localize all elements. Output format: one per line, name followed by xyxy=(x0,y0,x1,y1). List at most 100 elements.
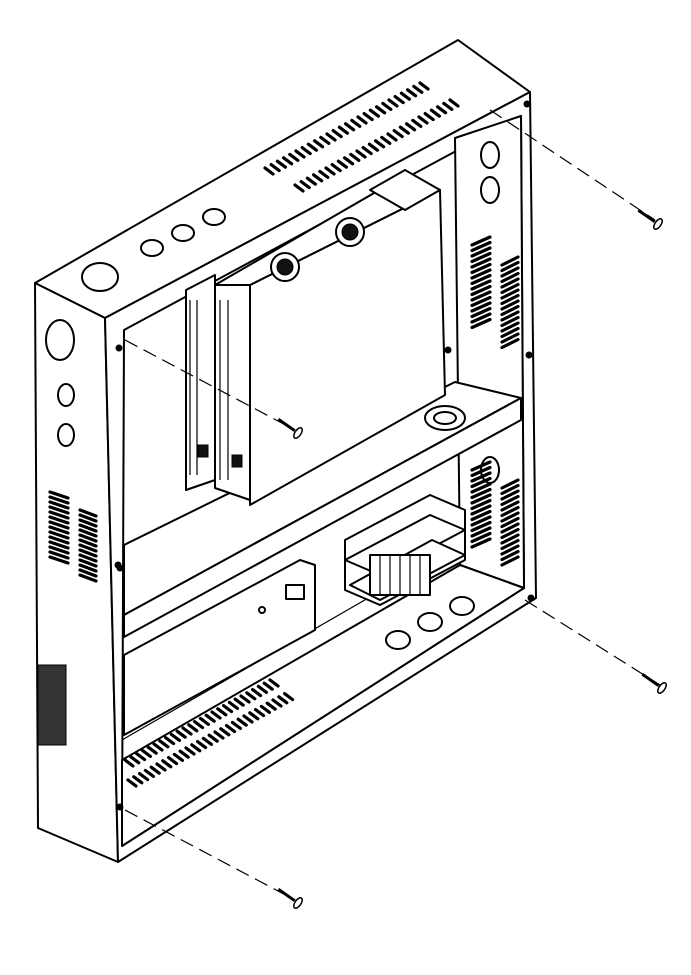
vent-slot xyxy=(161,759,173,769)
frame-screw-icon xyxy=(116,564,124,572)
vent-slot xyxy=(500,505,520,518)
vent-slot xyxy=(423,111,435,122)
vent-slot xyxy=(470,284,492,297)
vent-slot xyxy=(470,295,492,308)
vent-slot xyxy=(500,260,520,273)
vent-slot xyxy=(172,752,184,763)
vent-slot xyxy=(48,515,70,525)
vent-slot xyxy=(470,460,492,472)
vent-slot xyxy=(418,81,430,91)
screw-shaft xyxy=(637,209,656,223)
vent-slot xyxy=(282,156,294,166)
vent-slot xyxy=(78,523,98,533)
vent-slot xyxy=(417,115,429,125)
vent-slot xyxy=(500,277,520,289)
vent-slot xyxy=(293,183,305,193)
vent-slot xyxy=(448,98,460,108)
vent-slot xyxy=(470,515,492,527)
screw-head xyxy=(293,427,303,439)
frame-screws xyxy=(114,100,535,811)
vent-slot xyxy=(398,125,410,135)
vent-slot xyxy=(319,135,331,145)
vent-slot xyxy=(78,553,98,563)
vent-slot xyxy=(78,563,98,573)
vent-slot xyxy=(305,176,317,186)
vent-slot xyxy=(500,315,520,328)
frame-screw-icon xyxy=(115,344,123,352)
assembly-line xyxy=(124,809,296,901)
vent-slot xyxy=(256,684,268,695)
vent-slot xyxy=(412,84,424,95)
vent-slot xyxy=(500,293,520,306)
vent-slot xyxy=(187,723,199,733)
vent-slot xyxy=(216,707,228,717)
vent-slot xyxy=(158,739,170,749)
vent-slot xyxy=(155,762,167,772)
vent-slot xyxy=(48,540,70,550)
vent-slot xyxy=(470,493,492,505)
vent-slot xyxy=(470,246,492,258)
vent-slot xyxy=(318,169,330,179)
vent-slot xyxy=(275,159,287,169)
vent-slot xyxy=(184,746,196,756)
vent-slot xyxy=(48,550,70,560)
vent-slot xyxy=(178,749,190,759)
vent-slot xyxy=(500,326,520,339)
vent-slot xyxy=(210,710,222,720)
vent-slot xyxy=(411,118,423,129)
transformer xyxy=(344,494,466,606)
vent-slot xyxy=(78,518,98,528)
vent-slot xyxy=(470,279,492,291)
vent-slot xyxy=(500,332,520,344)
vent-slot xyxy=(361,146,373,156)
screw-shaft xyxy=(641,673,660,687)
vent-slot xyxy=(271,698,283,708)
vent-slot xyxy=(167,755,179,766)
vent-slot xyxy=(48,545,70,555)
vent-slot xyxy=(129,755,141,765)
vent-slot xyxy=(259,704,271,715)
vent-slot xyxy=(169,732,181,743)
screw-head xyxy=(657,682,667,694)
vent-slot xyxy=(500,483,520,496)
vent-slot xyxy=(470,301,492,313)
screw-icon xyxy=(637,209,663,230)
vent-slot xyxy=(222,703,234,714)
vent-slot xyxy=(470,240,492,253)
vent-slot xyxy=(325,132,337,142)
vent-slot xyxy=(236,717,248,727)
vent-slot xyxy=(393,94,405,105)
vent-slot xyxy=(149,765,161,775)
vent-slot xyxy=(263,166,275,176)
vent-slot xyxy=(78,508,98,518)
vent-slot xyxy=(306,142,318,152)
vent-slot xyxy=(367,142,379,152)
vent-slot xyxy=(123,758,135,768)
vent-slot xyxy=(392,129,404,139)
vent-slot xyxy=(500,538,520,551)
screw-shaft xyxy=(277,888,296,902)
vent-slot xyxy=(500,489,520,501)
knockout-holes xyxy=(45,141,500,650)
vent-slot xyxy=(337,125,349,135)
vent-slot xyxy=(470,476,492,489)
vent-slot xyxy=(470,290,492,302)
vent-slot xyxy=(500,266,520,278)
vent-slot xyxy=(262,681,274,691)
assembly-line xyxy=(124,339,296,431)
vent-slot xyxy=(138,771,150,782)
vent-slot xyxy=(283,691,295,702)
screw-icon xyxy=(641,673,667,694)
vent-slot xyxy=(204,713,216,723)
vent-slot xyxy=(500,516,520,529)
vent-slot xyxy=(500,522,520,534)
vent-slot xyxy=(196,739,208,750)
vent-slot xyxy=(500,282,520,295)
vent-slot xyxy=(470,520,492,533)
vent-slot xyxy=(343,156,355,166)
power-supply-box xyxy=(123,559,316,736)
vent-slot xyxy=(213,730,225,740)
vent-slot xyxy=(48,490,70,500)
screw-head xyxy=(653,218,663,230)
vent-slot xyxy=(356,115,368,125)
